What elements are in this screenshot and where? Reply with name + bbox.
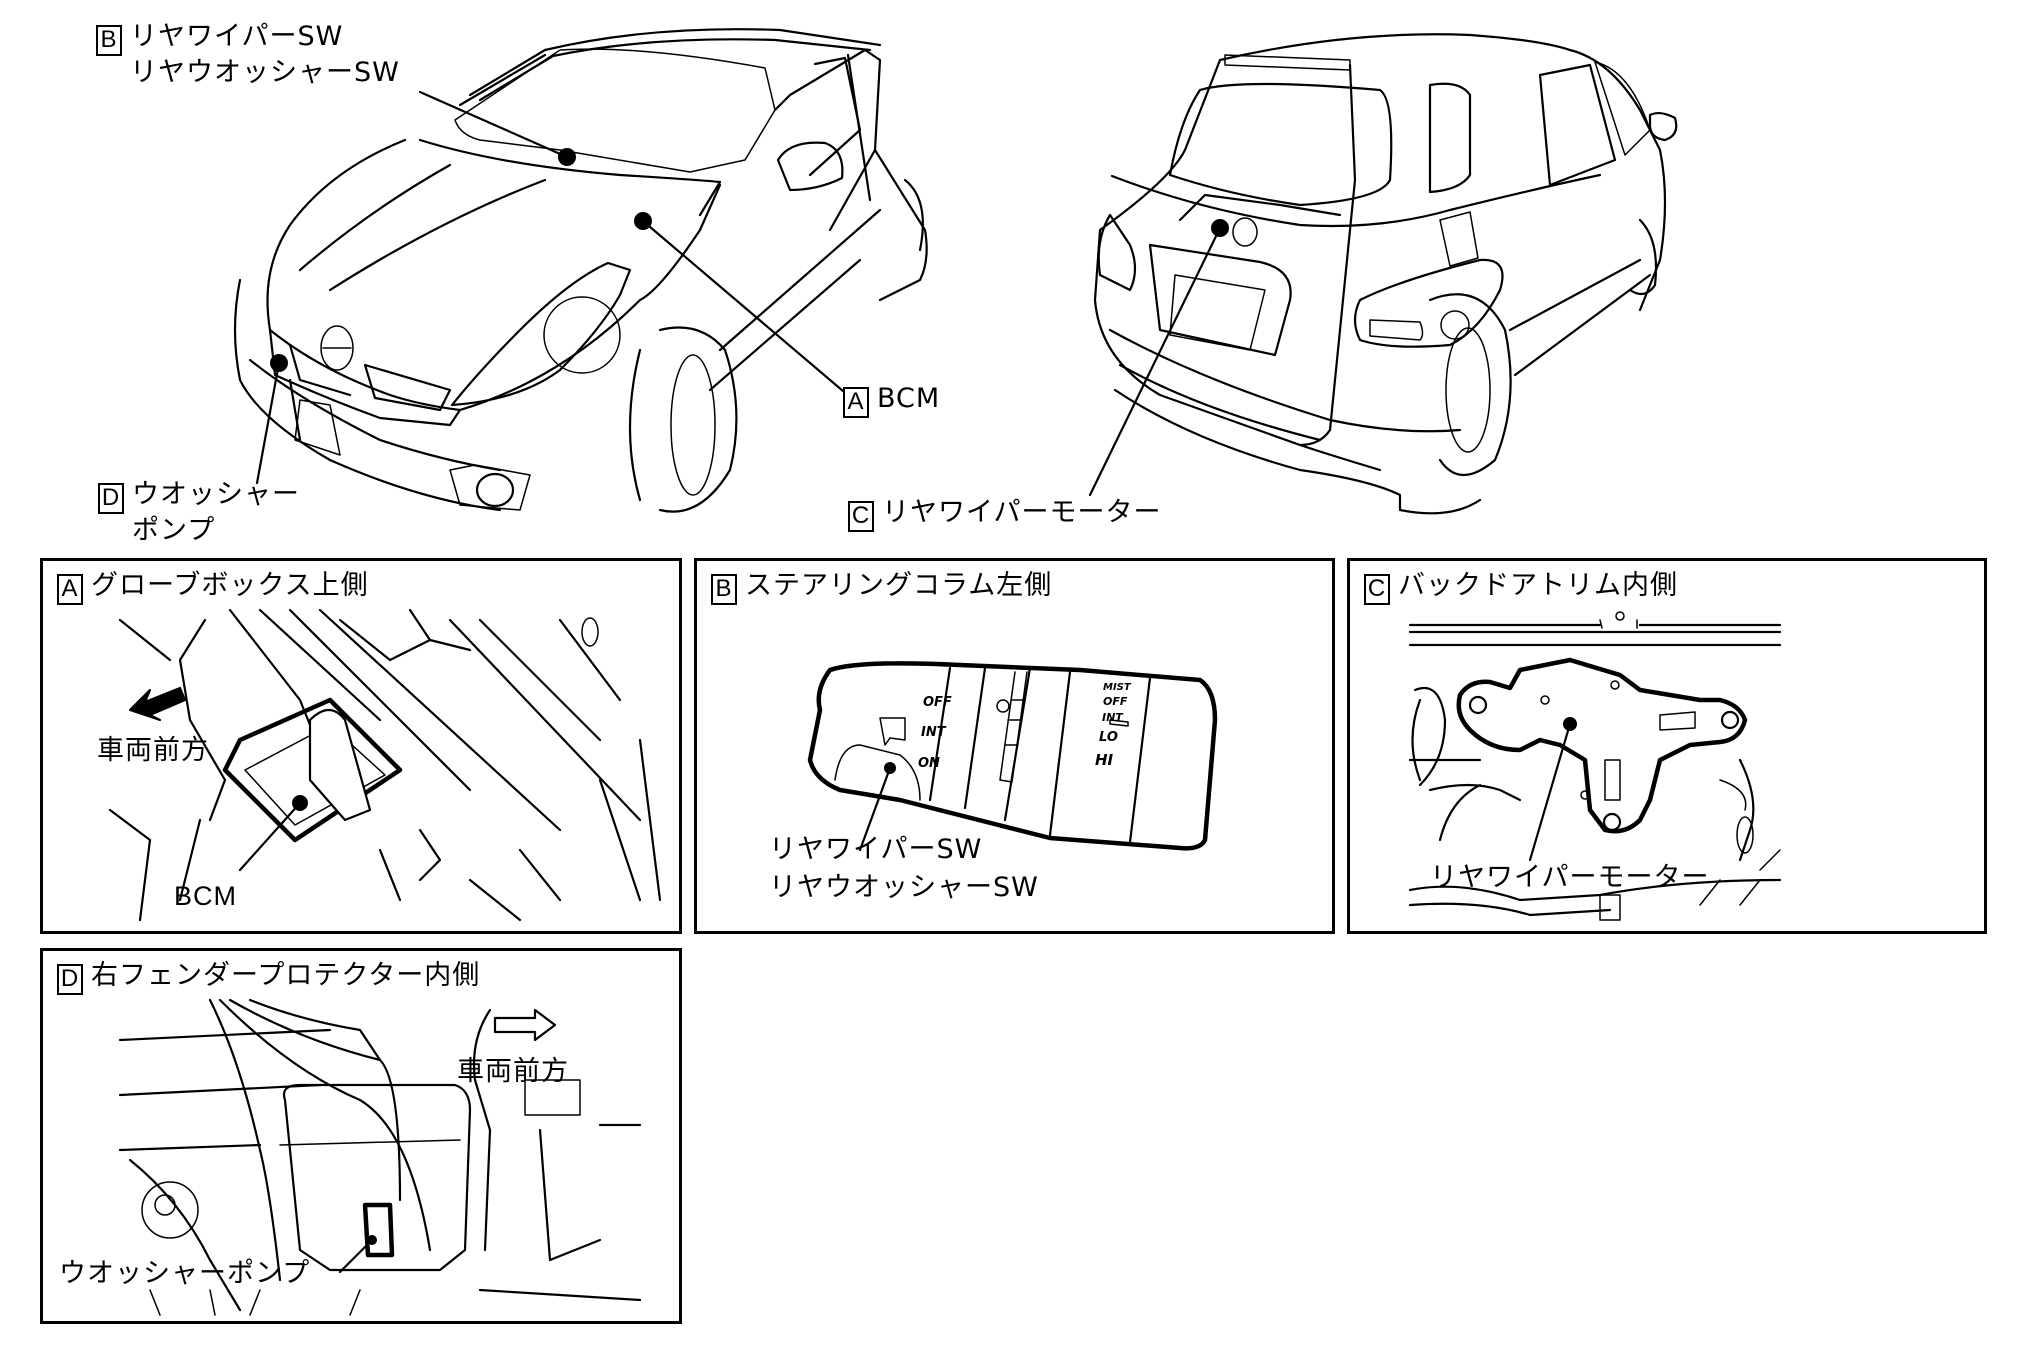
callout-key-b: B: [96, 25, 122, 56]
panel-c-motor-label: リヤワイパーモーター: [1430, 862, 1710, 893]
callout-b-line2: リヤウオッシャーSW: [130, 57, 400, 88]
panel-d-illustration: [118, 998, 642, 1316]
leader-line-d: [255, 361, 281, 485]
callout-d-washer-pump: D ウオッシャー ポンプ: [98, 478, 300, 548]
callout-key-d: D: [98, 483, 124, 514]
callout-a-bcm: A BCM: [843, 382, 940, 418]
panel-d-title: D 右フェンダープロテクター内側: [57, 959, 480, 995]
leader-line-b: [418, 90, 569, 159]
detail-panel-d: D 右フェンダープロテクター内側 車両前方 ウオッシャーポンプ: [40, 948, 682, 1324]
stalk-label-rear-on: ON: [918, 756, 940, 771]
callout-c-rear-wiper-motor: C リヤワイパーモーター: [848, 496, 1161, 532]
callout-d-line2: ポンプ: [132, 515, 216, 546]
panel-c-title: C バックドアトリム内側: [1364, 569, 1678, 605]
stalk-label-front-off: OFF: [1103, 695, 1128, 708]
panel-b-title-text: ステアリングコラム左側: [745, 570, 1053, 601]
callout-b-line1: リヤワイパーSW: [130, 21, 344, 52]
panel-d-key: D: [57, 964, 83, 995]
callout-b-rear-wiper-switch: B リヤワイパーSW リヤウオッシャーSW: [96, 20, 400, 90]
callout-c-line1: リヤワイパーモーター: [882, 497, 1162, 528]
panel-b-title: B ステアリングコラム左側: [711, 569, 1052, 605]
stalk-label-front-mist: MIST: [1103, 682, 1131, 693]
leader-line-c: [1088, 226, 1222, 497]
panel-a-bcm-label: BCM: [174, 881, 237, 911]
panel-a-key: A: [57, 574, 83, 605]
detail-panel-a: A グローブボックス上側 車両前方 BCM: [40, 558, 682, 934]
stalk-label-front-hi: HI: [1095, 751, 1114, 769]
panel-b-switch-label-line2: リヤウオッシャーSW: [769, 872, 1039, 903]
callout-key-c: C: [848, 501, 874, 532]
panel-a-title: A グローブボックス上側: [57, 569, 369, 605]
panel-b-illustration: [807, 661, 1218, 852]
panel-a-direction-label: 車両前方: [97, 735, 209, 766]
stalk-label-rear-off: OFF: [923, 695, 952, 710]
detail-panel-c: C バックドアトリム内側 リヤワイパーモーター: [1347, 558, 1987, 934]
panel-c-key: C: [1364, 574, 1390, 605]
callout-a-line1: BCM: [877, 383, 941, 414]
front-car-illustration: [233, 28, 928, 513]
panel-a-title-text: グローブボックス上側: [91, 570, 369, 601]
panel-c-illustration: [1408, 611, 1782, 921]
stalk-label-rear-int: INT: [921, 725, 946, 740]
panel-b-switch-label-line1: リヤワイパーSW: [769, 834, 983, 865]
stalk-label-front-lo: LO: [1099, 730, 1118, 745]
callout-key-a: A: [843, 387, 869, 418]
panel-d-title-text: 右フェンダープロテクター内側: [91, 960, 481, 991]
panel-d-direction-label: 車両前方: [457, 1056, 569, 1087]
panel-b-key: B: [711, 574, 737, 605]
panel-d-pump-label: ウオッシャーポンプ: [59, 1258, 311, 1289]
callout-d-line1: ウオッシャー: [132, 479, 300, 510]
leader-line-a: [641, 219, 845, 393]
rear-car-illustration: [1093, 33, 1678, 515]
stalk-label-front-int: INT: [1102, 711, 1123, 724]
panel-a-illustration: [108, 608, 662, 922]
panel-c-title-text: バックドアトリム内側: [1398, 570, 1678, 601]
